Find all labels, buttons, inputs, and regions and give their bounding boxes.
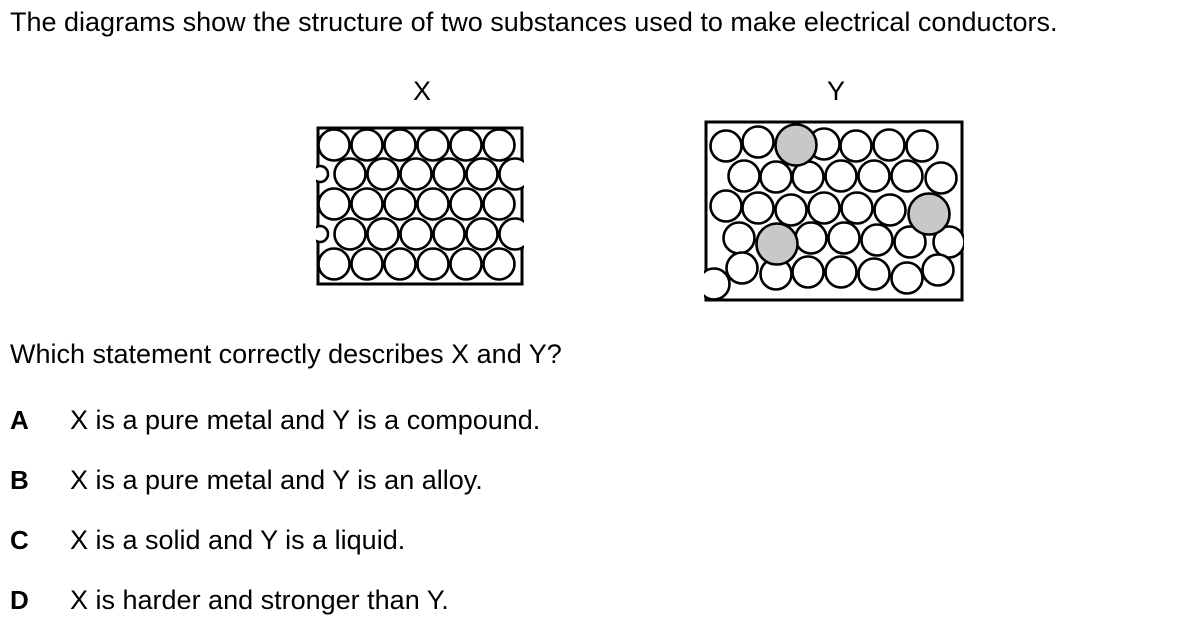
- atom-y: [857, 257, 891, 291]
- atom-x: [449, 247, 483, 281]
- atom-x: [416, 247, 450, 281]
- atom-x: [399, 217, 433, 251]
- atom-x: [383, 187, 417, 221]
- atom-x: [317, 187, 351, 221]
- atom-x: [350, 128, 384, 162]
- atom-y: [824, 159, 858, 193]
- diagram-x-particles: [316, 128, 524, 281]
- atom-y: [921, 253, 955, 287]
- option-d[interactable]: D X is harder and stronger than Y.: [10, 582, 910, 618]
- atom-y: [725, 251, 759, 285]
- atom-x: [432, 157, 466, 191]
- atom-y: [704, 267, 731, 301]
- diagram-y-particles: [704, 123, 964, 301]
- atom-y: [722, 221, 756, 255]
- atom-y: [873, 193, 907, 227]
- option-b-letter: B: [10, 465, 29, 495]
- atom-x: [333, 157, 367, 191]
- atom-x: [449, 187, 483, 221]
- option-d-letter: D: [10, 585, 29, 615]
- atom-x: [432, 217, 466, 251]
- atom-y: [827, 221, 861, 255]
- atom-y: [840, 191, 874, 225]
- question-stem: Which statement correctly describes X an…: [10, 339, 562, 369]
- atom-y: [759, 160, 793, 194]
- atom-y: [741, 125, 775, 159]
- atom-x: [316, 164, 330, 184]
- atom-y: [839, 129, 873, 163]
- atom-y: [890, 159, 924, 193]
- atom-x: [416, 187, 450, 221]
- atom-x: [465, 157, 499, 191]
- atom-y: [791, 255, 825, 289]
- atom-y: [774, 193, 808, 227]
- larger-atom-y: [907, 192, 951, 236]
- atom-y: [824, 255, 858, 289]
- atom-x: [399, 157, 433, 191]
- atom-x: [482, 128, 516, 162]
- atom-x: [383, 128, 417, 162]
- atom-x: [317, 247, 351, 281]
- atom-x: [350, 247, 384, 281]
- option-a[interactable]: A X is a pure metal and Y is a compound.: [10, 402, 910, 438]
- atom-y: [905, 129, 939, 163]
- atom-x: [482, 247, 516, 281]
- option-b[interactable]: B X is a pure metal and Y is an alloy.: [10, 462, 910, 498]
- atom-x: [317, 128, 351, 162]
- option-b-text: X is a pure metal and Y is an alloy.: [70, 465, 483, 495]
- atom-x: [366, 157, 400, 191]
- diagram-x-label: X: [412, 76, 432, 106]
- atom-x: [416, 128, 450, 162]
- option-d-text: X is harder and stronger than Y.: [70, 585, 449, 615]
- atom-x: [333, 217, 367, 251]
- atom-y: [741, 191, 775, 225]
- larger-atom-y: [755, 222, 799, 266]
- option-c-letter: C: [10, 525, 29, 555]
- atom-y: [709, 189, 743, 223]
- atom-y: [893, 225, 927, 259]
- diagram-y-label: Y: [826, 76, 846, 106]
- atom-x: [316, 224, 330, 244]
- atom-y: [709, 129, 743, 163]
- atom-x: [498, 217, 524, 251]
- atom-x: [498, 157, 524, 191]
- atom-y: [857, 159, 891, 193]
- atom-x: [465, 217, 499, 251]
- atom-y: [794, 221, 828, 255]
- larger-atom-y: [774, 123, 818, 167]
- atom-x: [482, 187, 516, 221]
- diagram-y-alloy: [704, 120, 964, 302]
- atom-y: [890, 261, 924, 295]
- option-c-text: X is a solid and Y is a liquid.: [70, 525, 406, 555]
- atom-x: [449, 128, 483, 162]
- option-c[interactable]: C X is a solid and Y is a liquid.: [10, 522, 910, 558]
- atom-x: [366, 217, 400, 251]
- option-a-text: X is a pure metal and Y is a compound.: [70, 405, 541, 435]
- atom-y: [807, 191, 841, 225]
- atom-y: [727, 159, 761, 193]
- atom-y: [872, 128, 906, 162]
- question-intro: The diagrams show the structure of two s…: [10, 7, 1058, 37]
- atom-x: [383, 247, 417, 281]
- diagram-x-pure-metal: [316, 126, 524, 286]
- option-a-letter: A: [10, 405, 29, 435]
- atom-x: [350, 187, 384, 221]
- atom-y: [924, 161, 958, 195]
- atom-y: [860, 223, 894, 257]
